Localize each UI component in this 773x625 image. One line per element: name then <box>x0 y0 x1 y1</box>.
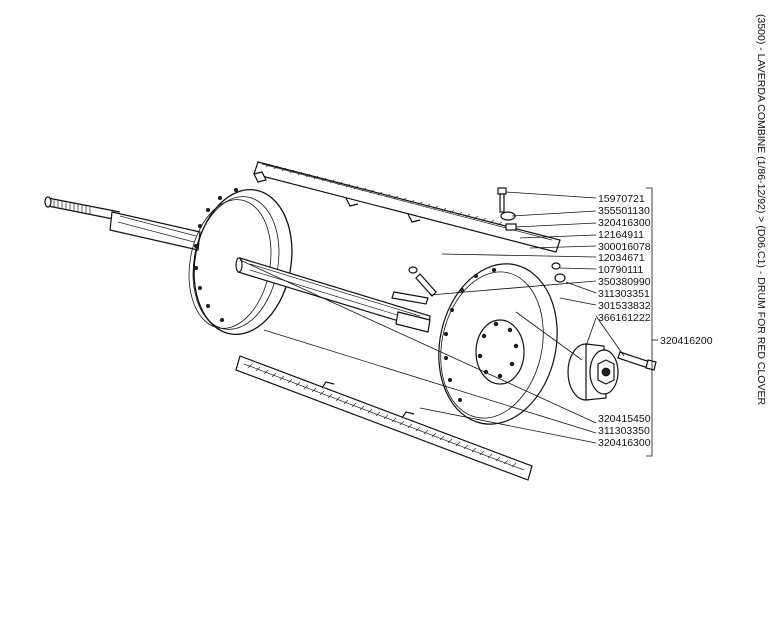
top-bolt-stack <box>497 187 517 231</box>
part-320416300-bottom: 320416300 <box>598 437 651 449</box>
part-number-labels: 15970721 355501130 320416300 12164911 30… <box>598 193 713 449</box>
part-320415450: 320415450 <box>598 413 651 425</box>
part-366161222: 366161222 <box>598 312 651 324</box>
part-15970721: 15970721 <box>598 193 645 205</box>
part-12034671: 12034671 <box>598 252 645 264</box>
part-320416300-top: 320416300 <box>598 217 651 229</box>
part-350380990: 350380990 <box>598 276 651 288</box>
bottom-rasp-bar <box>235 355 533 481</box>
small-bracket-parts <box>391 262 566 305</box>
part-320416200-group: 320416200 <box>660 335 713 347</box>
diagram-title: (3500) - LAVERDA COMBINE (1/86-12/92) > … <box>755 14 767 405</box>
inner-spline-shaft <box>235 257 431 333</box>
part-10790111: 10790111 <box>598 264 643 276</box>
part-311303350: 311303350 <box>598 425 650 437</box>
main-shaft <box>44 196 201 251</box>
top-rasp-bar <box>253 161 561 253</box>
leader-lines <box>239 187 658 457</box>
part-301533832: 301533832 <box>598 300 651 312</box>
hub <box>567 343 619 401</box>
part-300016078: 300016078 <box>598 241 651 253</box>
part-355501130: 355501130 <box>598 205 650 217</box>
part-311303351: 311303351 <box>598 288 650 300</box>
part-12164911: 12164911 <box>598 229 644 241</box>
right-drum-disc <box>438 263 558 425</box>
hub-bolt <box>617 351 657 371</box>
